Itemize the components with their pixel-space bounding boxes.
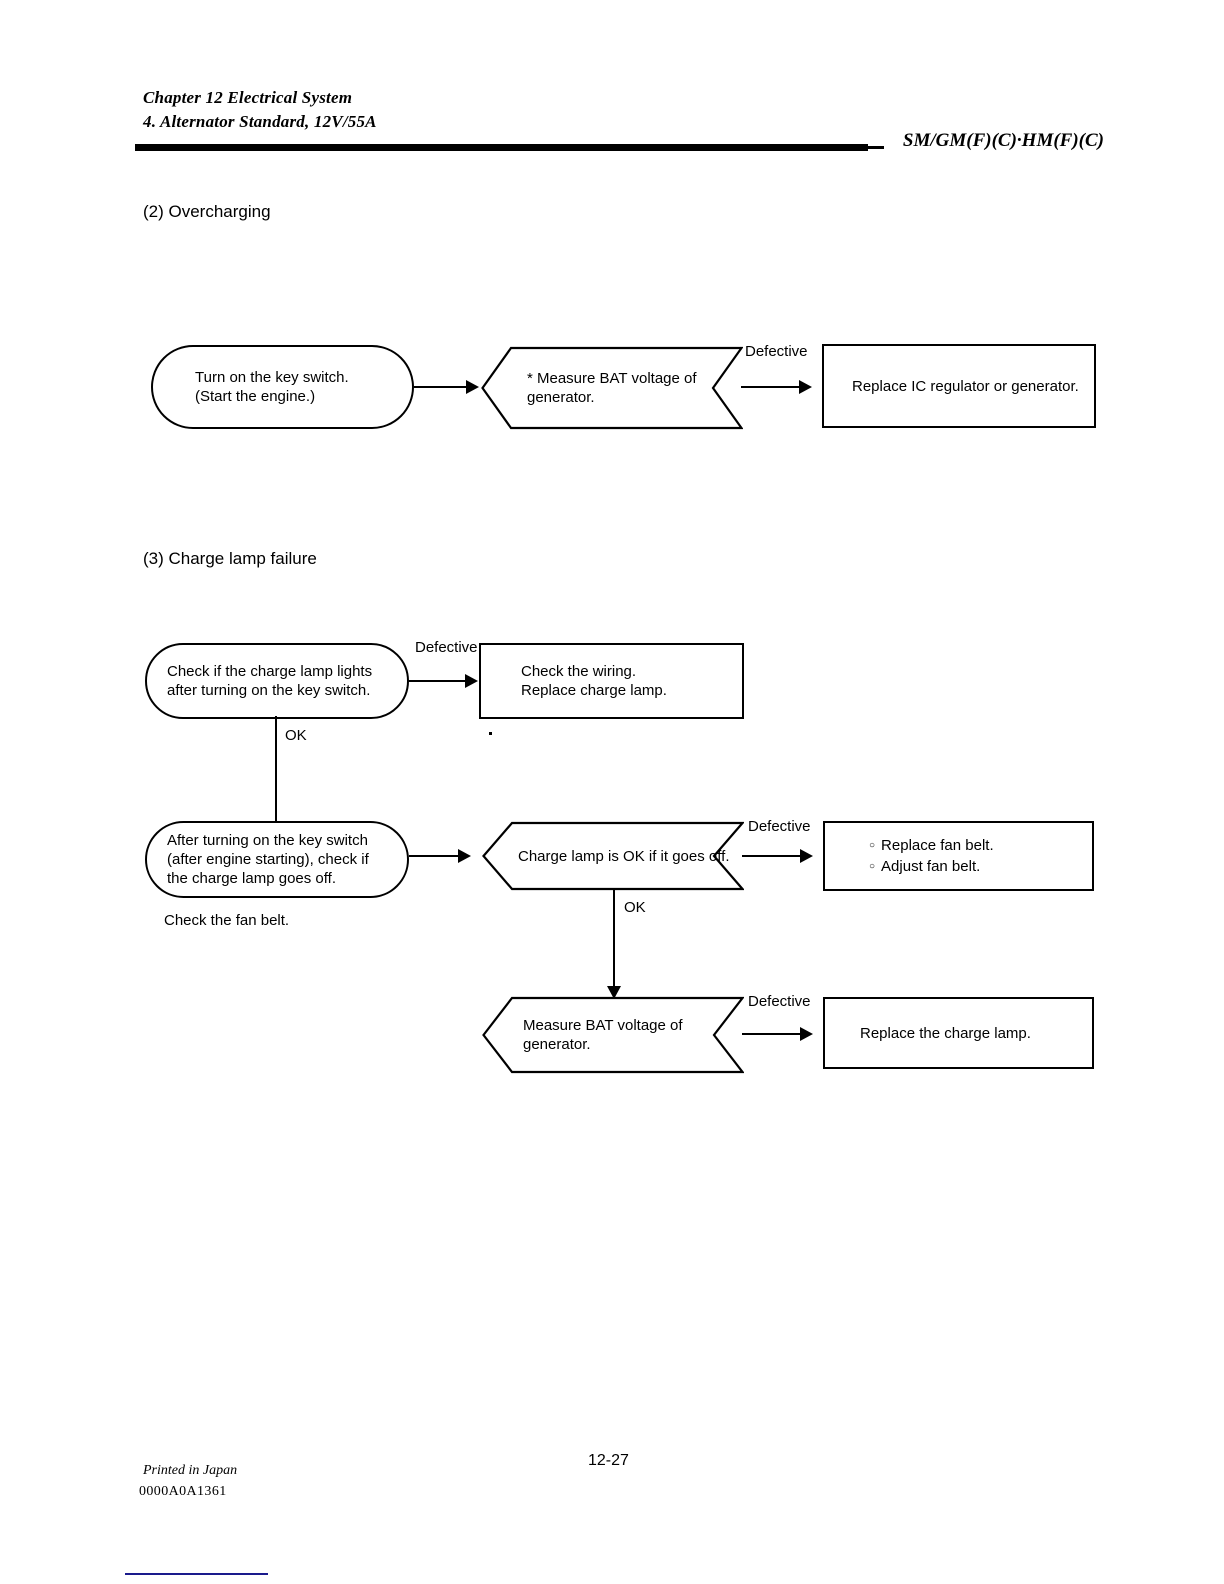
hexagon-outline: [482, 821, 744, 891]
node-measure-bat-voltage: * Measure BAT voltage of generator.: [481, 346, 743, 430]
arrowhead-start-to-measure: [466, 380, 479, 394]
arrowhead-lamp-to-wiring: [465, 674, 478, 688]
page-header-title: Chapter 12 Electrical System 4. Alternat…: [143, 86, 377, 134]
header-section: 4. Alternator Standard, 12V/55A: [143, 112, 377, 131]
arrowhead-measurebat-to-replacelamp: [800, 1027, 813, 1041]
node-replace-charge-lamp-label: Replace the charge lamp.: [860, 1024, 1031, 1042]
edge-label-ok-2: OK: [624, 899, 646, 916]
node-check-charge-lamp-lights: Check if the charge lamp lights after tu…: [145, 643, 409, 719]
footer-document-code: 0000A0A1361: [139, 1484, 227, 1499]
list-item: Replace fan belt.: [869, 835, 994, 856]
bottom-edge-mark: [125, 1573, 268, 1575]
node-replace-ic-regulator-label: Replace IC regulator or generator.: [852, 377, 1079, 395]
print-artifact-dot: [489, 732, 492, 735]
connector-ok-vertical-1: [275, 716, 277, 821]
node-fan-belt-actions: Replace fan belt. Adjust fan belt.: [823, 821, 1094, 891]
node-replace-ic-regulator: Replace IC regulator or generator.: [822, 344, 1096, 428]
hexagon-outline: [481, 346, 743, 430]
node-check-charge-lamp-lights-label: Check if the charge lamp lights after tu…: [167, 663, 373, 699]
header-chapter: Chapter 12 Electrical System: [143, 88, 353, 107]
arrowhead-goesoff-to-lampok: [458, 849, 471, 863]
edge-label-defective-overcharging: Defective: [745, 343, 808, 360]
node-check-lamp-goes-off-label: After turning on the key switch (after e…: [167, 832, 369, 887]
node-charge-lamp-is-ok-label: Charge lamp is OK if it goes off.: [518, 847, 730, 865]
header-model-designation: SM/GM(F)(C)·HM(F)(C): [902, 130, 1104, 151]
note-check-fan-belt: Check the fan belt.: [164, 912, 290, 929]
hexagon-outline: [482, 996, 744, 1074]
arrowhead-measure-to-replace: [799, 380, 812, 394]
header-rule: [135, 144, 884, 151]
arrowhead-lampok-to-fanbelt: [800, 849, 813, 863]
connector-goesoff-to-lampok: [409, 855, 458, 857]
node-turn-on-key-switch-label: Turn on the key switch. (Start the engin…: [195, 369, 349, 405]
connector-ok-vertical-2: [613, 888, 615, 988]
node-charge-lamp-is-ok: Charge lamp is OK if it goes off.: [482, 821, 744, 891]
connector-lamp-to-wiring: [409, 680, 465, 682]
footer-page-number: 12-27: [588, 1452, 629, 1469]
section-heading-overcharging: (2) Overcharging: [143, 202, 271, 221]
edge-label-defective-measure-bat: Defective: [748, 993, 811, 1010]
node-measure-bat-voltage-2-label: Measure BAT voltage of generator.: [523, 1017, 683, 1053]
footer-printed-in-japan: Printed in Japan: [143, 1463, 238, 1478]
node-measure-bat-voltage-2: Measure BAT voltage of generator.: [482, 996, 744, 1074]
node-turn-on-key-switch: Turn on the key switch. (Start the engin…: [151, 345, 414, 429]
connector-measurebat-to-replacelamp: [742, 1033, 800, 1035]
section-heading-charge-lamp-failure: (3) Charge lamp failure: [143, 549, 317, 568]
connector-lampok-to-fanbelt: [742, 855, 800, 857]
edge-label-ok-1: OK: [285, 727, 307, 744]
edge-label-defective-lamp-ok: Defective: [748, 818, 811, 835]
node-check-wiring-replace-lamp-label: Check the wiring. Replace charge lamp.: [521, 663, 667, 699]
connector-start-to-measure: [414, 386, 466, 388]
node-replace-charge-lamp: Replace the charge lamp.: [823, 997, 1094, 1069]
node-check-lamp-goes-off: After turning on the key switch (after e…: [145, 821, 409, 898]
fan-belt-action-list: Replace fan belt. Adjust fan belt.: [825, 835, 994, 877]
arrowhead-ok-vertical-2: [607, 986, 621, 999]
node-measure-bat-voltage-label: * Measure BAT voltage of generator.: [527, 370, 697, 406]
list-item: Adjust fan belt.: [869, 856, 994, 877]
node-check-wiring-replace-lamp: Check the wiring. Replace charge lamp.: [479, 643, 744, 719]
edge-label-defective-lamp-lights: Defective: [415, 639, 478, 656]
connector-measure-to-replace: [741, 386, 799, 388]
